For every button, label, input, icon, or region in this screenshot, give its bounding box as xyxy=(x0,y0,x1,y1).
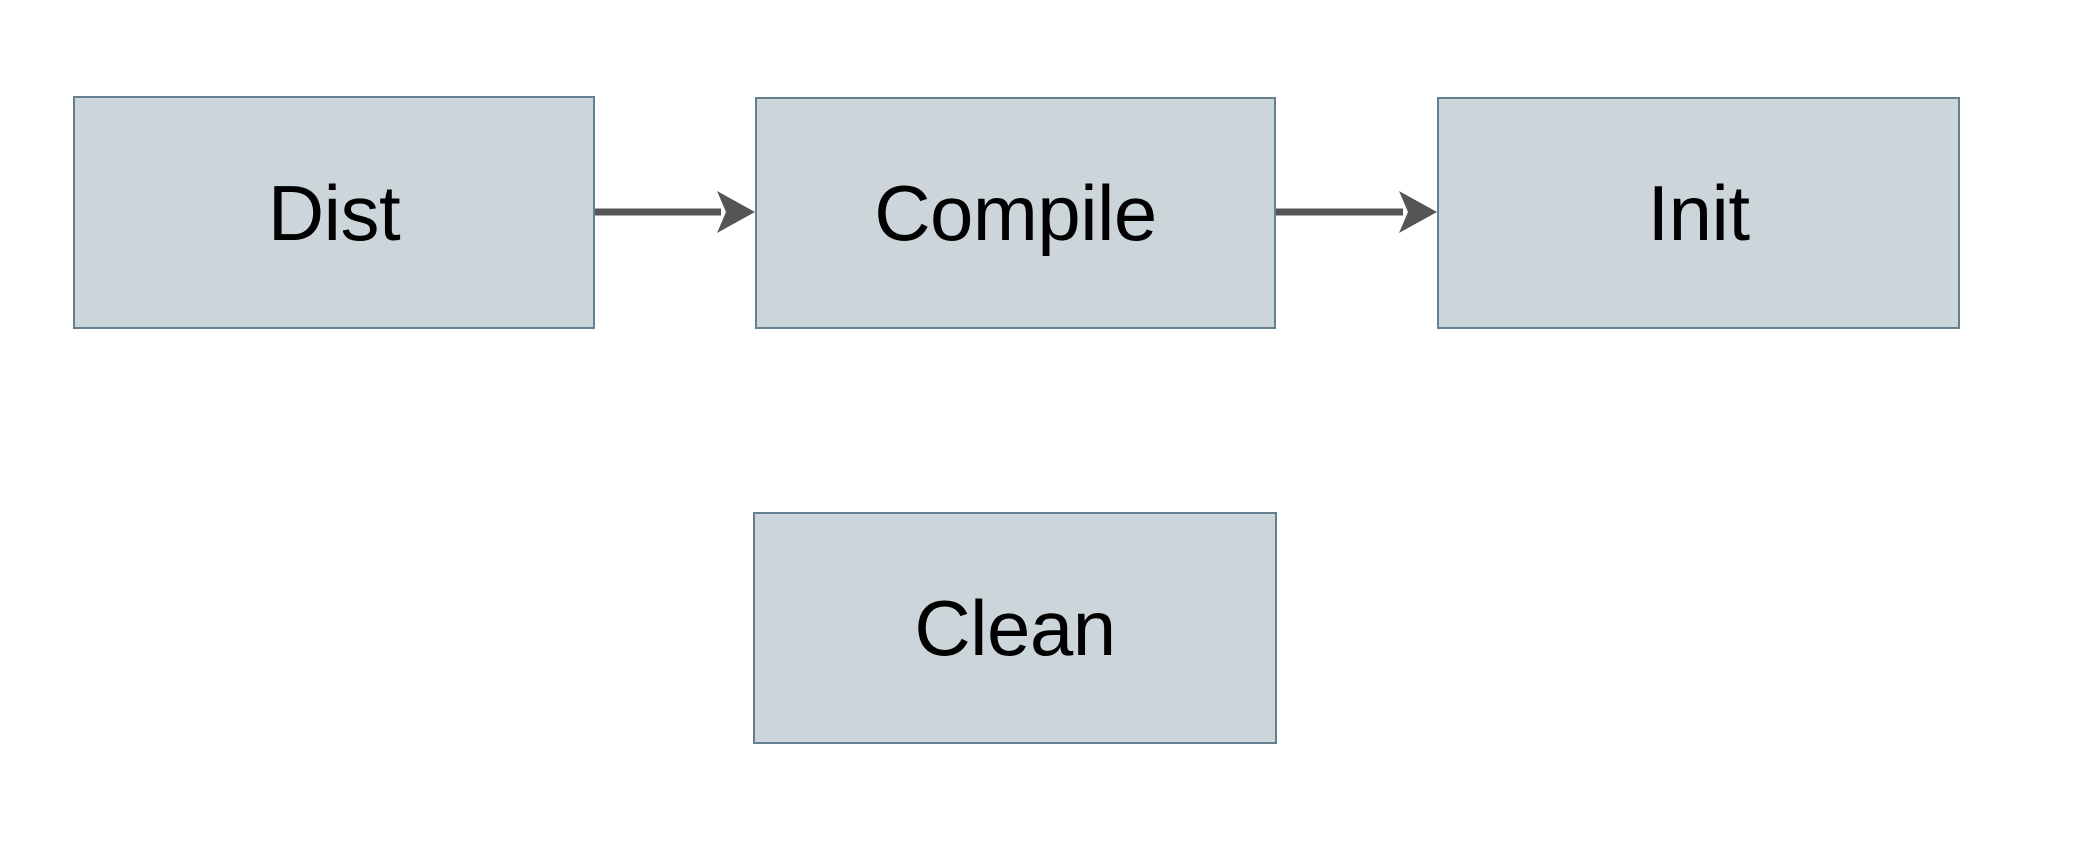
node-dist-label: Dist xyxy=(267,168,401,257)
node-dist[interactable]: Dist xyxy=(73,96,595,329)
arrow-icon xyxy=(1276,191,1437,233)
node-init[interactable]: Init xyxy=(1437,97,1960,329)
arrow-icon xyxy=(595,191,755,233)
edge-compile-to-init[interactable] xyxy=(1276,191,1437,233)
node-compile-label: Compile xyxy=(874,169,1157,257)
edge-dist-to-compile[interactable] xyxy=(595,191,755,233)
node-init-label: Init xyxy=(1647,169,1750,257)
node-compile[interactable]: Compile xyxy=(755,97,1276,329)
node-clean[interactable]: Clean xyxy=(753,512,1277,744)
node-clean-label: Clean xyxy=(914,584,1116,672)
